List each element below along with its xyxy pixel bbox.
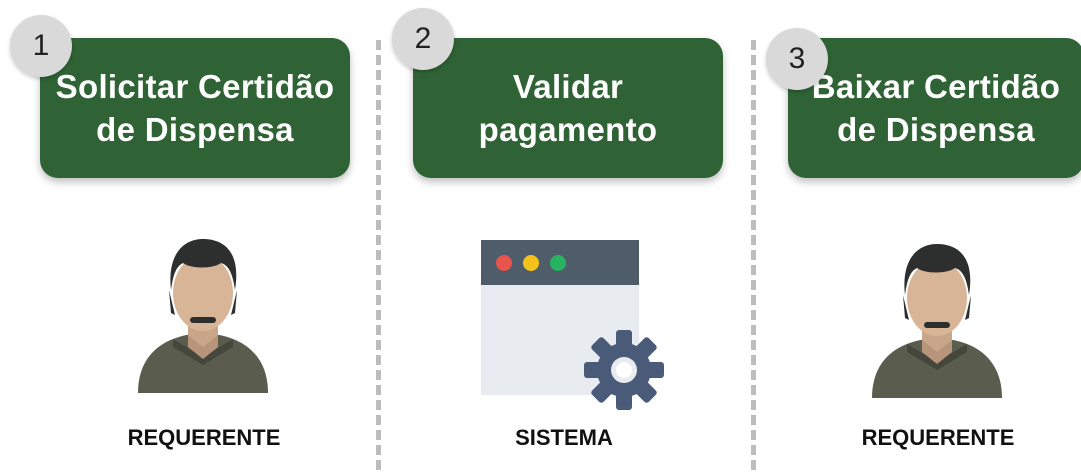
step-2-number-badge: 2	[392, 8, 454, 70]
step-1-number-badge: 1	[10, 15, 72, 77]
step-2-title: Validar pagamento	[478, 68, 658, 148]
step-2-actor-label: SISTEMA	[515, 425, 613, 450]
step-3-box: Baixar Certidão de Dispensa	[788, 38, 1081, 178]
divider-2	[751, 40, 756, 470]
step-3-number-badge: 3	[766, 28, 828, 90]
step-3-title: Baixar Certidão de Dispensa	[811, 68, 1061, 148]
step-1-number: 1	[32, 29, 50, 62]
step-2-number: 2	[414, 22, 432, 55]
step-1-title: Solicitar Certidão de Dispensa	[55, 68, 335, 148]
user-icon	[138, 239, 268, 393]
browser-settings-icon	[481, 240, 664, 410]
step-1-actor-label: REQUERENTE	[127, 425, 281, 450]
step-1-box: Solicitar Certidão de Dispensa	[40, 38, 350, 178]
step-3-actor-label: REQUERENTE	[861, 425, 1015, 450]
step-2-box: Validar pagamento	[413, 38, 723, 178]
divider-1	[376, 40, 381, 470]
step-3-number: 3	[788, 42, 806, 75]
user-icon	[872, 244, 1002, 398]
